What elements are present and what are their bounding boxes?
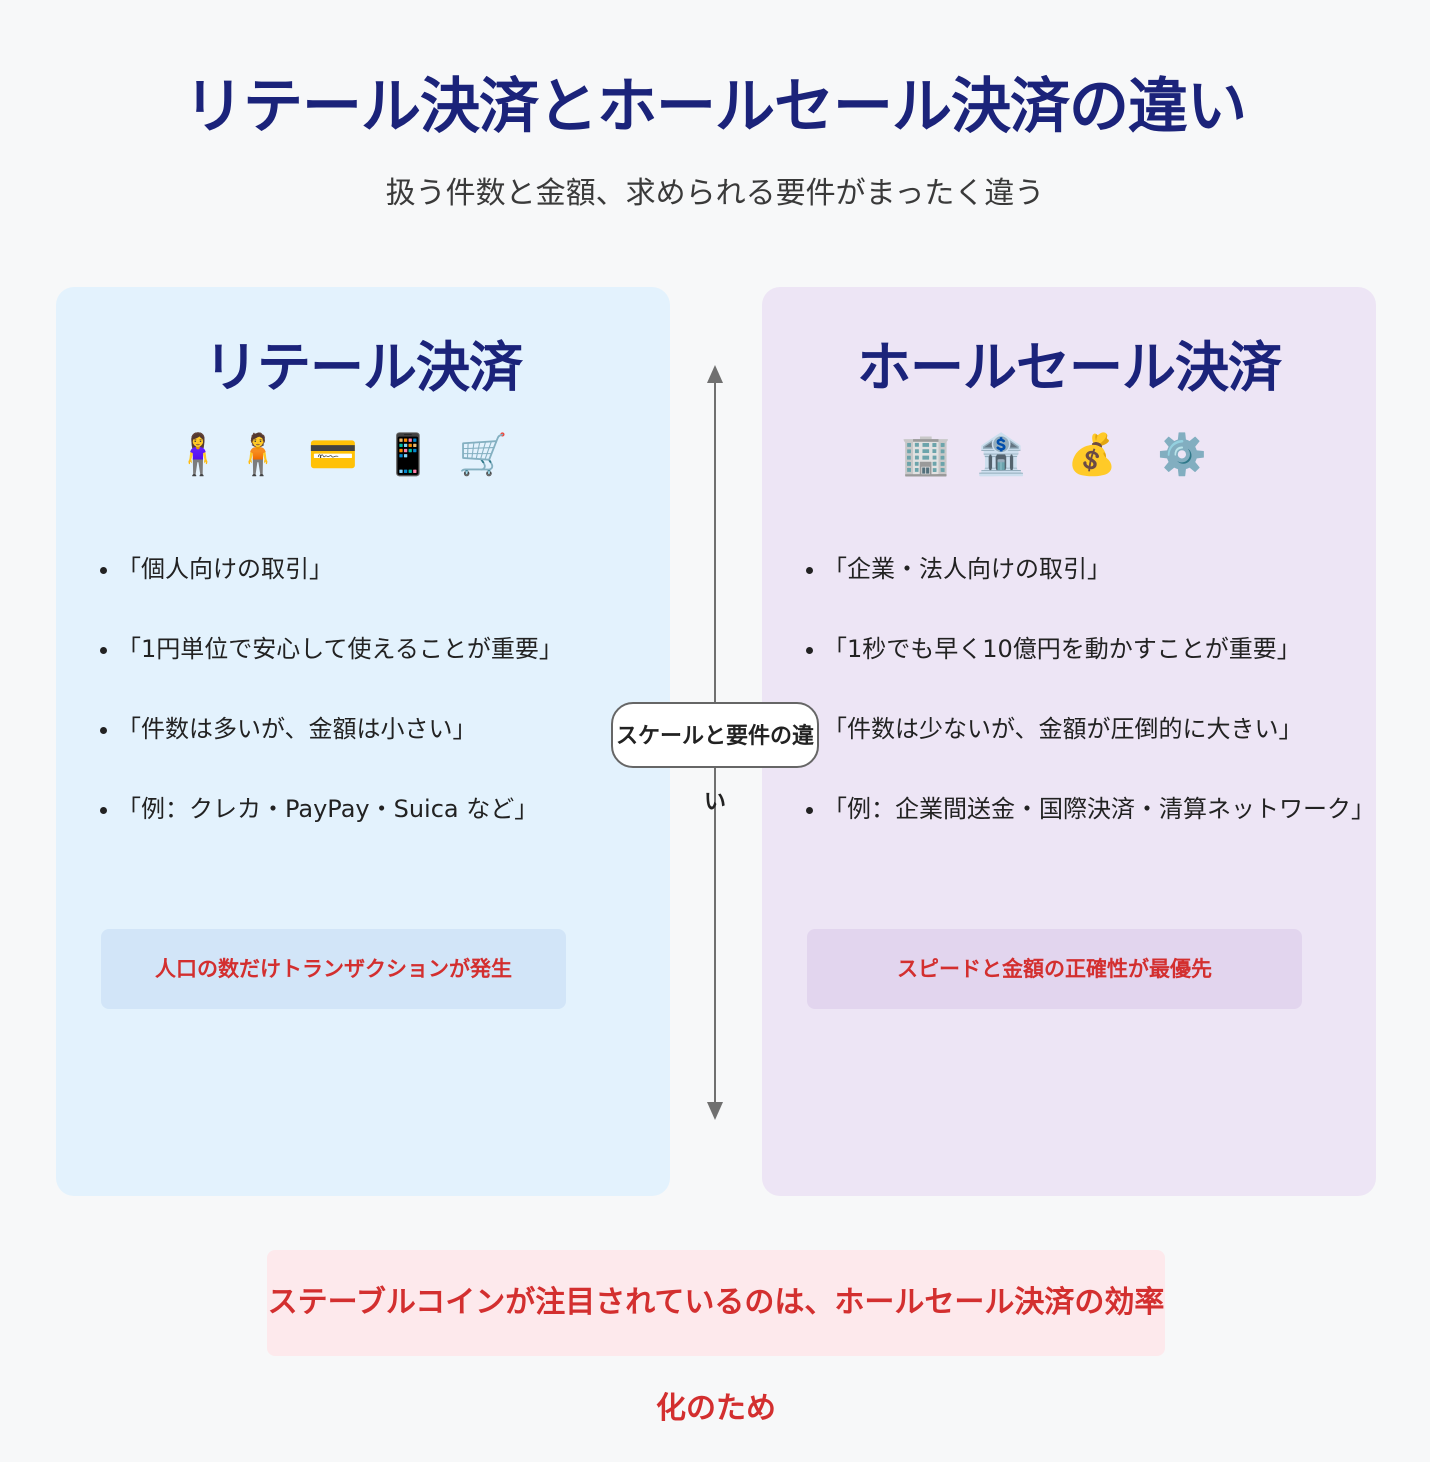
bullet-dot [806,646,813,654]
credit-card-icon: 💳 [308,432,358,478]
list-item-text: 「企業・法人向けの取引」 [823,555,1111,583]
arrow-up-icon [707,365,723,383]
list-item-text: 「件数は少ないが、金額が圧倒的に大きい」 [823,715,1303,743]
retail-title: リテール決済 [204,336,523,399]
list-item: 「例：企業間送金・国際決済・清算ネットワーク」 [806,789,1375,824]
center-label: スケールと要件の違い [611,702,819,815]
gear-icon: ⚙️ [1157,432,1207,478]
retail-highlight: 人口の数だけトランザクションが発生 [101,929,566,1009]
retail-icons: 🧍‍♀️ 🧍 💳 📱 🛒 [56,427,670,483]
list-item: 「企業・法人向けの取引」 [806,549,1111,584]
list-item: 「件数は多いが、金額は小さい」 [100,709,477,744]
list-item: 「1秒でも早く10億円を動かすことが重要」 [806,629,1301,664]
list-item-text: 「例：クレカ・PayPay・Suica など」 [117,795,539,823]
bullet-dot [100,646,107,654]
page-title: リテール決済とホールセール決済の違い [184,72,1247,142]
money-bag-icon: 💰 [1067,432,1117,478]
bank-icon: 🏦 [976,432,1026,478]
list-item-text: 「1秒でも早く10億円を動かすことが重要」 [823,635,1301,663]
list-item-text: 「件数は多いが、金額は小さい」 [117,715,477,743]
bullet-dot [806,806,813,814]
list-item: 「件数は少ないが、金額が圧倒的に大きい」 [806,709,1303,744]
bullet-dot [100,726,107,734]
list-item: 「1円単位で安心して使えることが重要」 [100,629,563,664]
mobile-phone-icon: 📱 [383,432,433,478]
retail-panel: リテール決済 🧍‍♀️ 🧍 💳 📱 🛒 「個人向けの取引」 「1円単位で安心して… [56,287,670,1196]
office-building-icon: 🏢 [901,432,951,478]
list-item: 「例：クレカ・PayPay・Suica など」 [100,789,538,824]
page-subtitle: 扱う件数と金額、求められる要件がまったく違う [385,176,1045,211]
list-item: 「個人向けの取引」 [100,549,333,584]
list-item-text: 「個人向けの取引」 [117,555,333,583]
woman-icon: 🧍‍♀️ [173,432,223,478]
bullet-dot [806,566,813,574]
list-item-text: 「1円単位で安心して使えることが重要」 [117,635,563,663]
footer-callout: ステーブルコインが注目されているのは、ホールセール決済の効率化のため [267,1250,1165,1426]
bullet-dot [100,566,107,574]
wholesale-highlight: スピードと金額の正確性が最優先 [807,929,1302,1009]
arrow-down-icon [707,1102,723,1120]
man-icon: 🧍 [233,432,283,478]
list-item-text: 「例：企業間送金・国際決済・清算ネットワーク」 [823,795,1375,823]
shopping-cart-icon: 🛒 [458,432,508,478]
wholesale-icons: 🏢 🏦 💰 ⚙️ [762,427,1376,483]
wholesale-title: ホールセール決済 [857,336,1282,399]
wholesale-panel: ホールセール決済 🏢 🏦 💰 ⚙️ 「企業・法人向けの取引」 「1秒でも早く10… [762,287,1376,1196]
bullet-dot [100,806,107,814]
